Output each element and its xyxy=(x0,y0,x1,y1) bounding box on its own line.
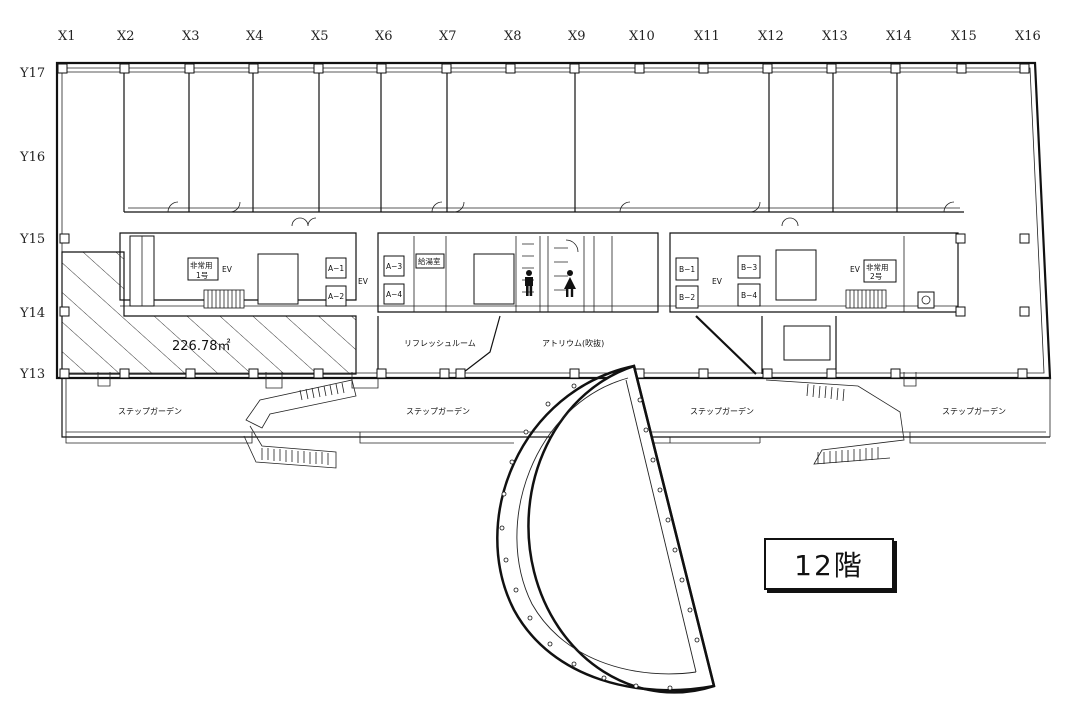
north-offices xyxy=(60,71,1030,227)
axis-x16: X16 xyxy=(1015,29,1041,44)
lift-a3-label: A−3 xyxy=(386,262,402,271)
ev-label-left-2: EV xyxy=(358,277,369,286)
building-outline xyxy=(55,61,1052,444)
axis-x15: X15 xyxy=(951,29,977,44)
axis-x7: X7 xyxy=(439,29,457,44)
lift-b4-label: B−4 xyxy=(741,291,757,300)
area-label: 226.78㎡ xyxy=(172,339,231,354)
axis-y16: Y16 xyxy=(19,150,45,165)
lift-a1-label: A−1 xyxy=(328,264,344,273)
step-garden-label-4: ステップガーデン xyxy=(942,406,1006,416)
lift-a4-label: A−4 xyxy=(386,290,402,299)
x-axis-labels: X1 X2 X3 X4 X5 X6 X7 X8 X9 X10 X11 X12 X… xyxy=(58,29,1041,44)
axis-x10: X10 xyxy=(629,29,655,44)
lift-b3-label: B−3 xyxy=(741,263,757,272)
floor-label: 12階 xyxy=(764,538,894,590)
axis-y14: Y14 xyxy=(19,306,45,321)
semicircle-terrace xyxy=(496,364,716,694)
axis-x5: X5 xyxy=(311,29,329,44)
axis-x3: X3 xyxy=(182,29,200,44)
axis-x9: X9 xyxy=(568,29,586,44)
axis-y15: Y15 xyxy=(19,232,45,247)
axis-y13: Y13 xyxy=(19,367,45,382)
south-lobby xyxy=(97,315,917,389)
axis-x6: X6 xyxy=(375,29,393,44)
ev-label-right-1: EV xyxy=(712,277,723,286)
axis-x14: X14 xyxy=(886,29,912,44)
emergency-ev-2-label-line1: 非常用 xyxy=(866,262,889,272)
y-axis-labels: Y17 Y16 Y15 Y14 Y13 xyxy=(19,66,45,382)
lift-b2-label: B−2 xyxy=(679,293,695,302)
ev-label-right-2: EV xyxy=(850,265,861,274)
step-garden-label-3: ステップガーデン xyxy=(690,406,754,416)
refresh-room-label: リフレッシュルーム xyxy=(404,339,476,348)
core-area xyxy=(119,232,959,361)
kitchenette-label: 給湯室 xyxy=(418,256,441,266)
emergency-ev-1-label-line1: 非常用 xyxy=(190,260,213,270)
terrace-stairs xyxy=(243,379,905,469)
axis-x8: X8 xyxy=(504,29,522,44)
male-restroom-icon xyxy=(525,270,533,296)
axis-x2: X2 xyxy=(117,29,135,44)
emergency-ev-1-label-line2: 1号 xyxy=(196,271,208,280)
axis-x11: X11 xyxy=(694,29,720,44)
ev-label-left-1: EV xyxy=(222,265,233,274)
axis-x13: X13 xyxy=(822,29,848,44)
kitchenette-box xyxy=(415,253,445,269)
step-garden-label-2: ステップガーデン xyxy=(406,406,470,416)
columns xyxy=(57,63,1030,379)
axis-y17: Y17 xyxy=(19,66,45,81)
lift-b1-label: B−1 xyxy=(679,265,695,274)
emergency-ev-2-label-line2: 2号 xyxy=(870,272,882,281)
atrium-label: アトリウム(吹抜) xyxy=(542,338,604,348)
lift-a2-label: A−2 xyxy=(328,292,344,301)
axis-x12: X12 xyxy=(758,29,784,44)
room-labels: 非常用 1号 EV A−1 A−2 EV A−3 A−4 給湯室 B−1 B−2… xyxy=(118,253,1006,416)
female-restroom-icon xyxy=(564,270,576,297)
axis-x4: X4 xyxy=(246,29,264,44)
step-garden-label-1: ステップガーデン xyxy=(118,406,182,416)
axis-x1: X1 xyxy=(58,29,76,44)
